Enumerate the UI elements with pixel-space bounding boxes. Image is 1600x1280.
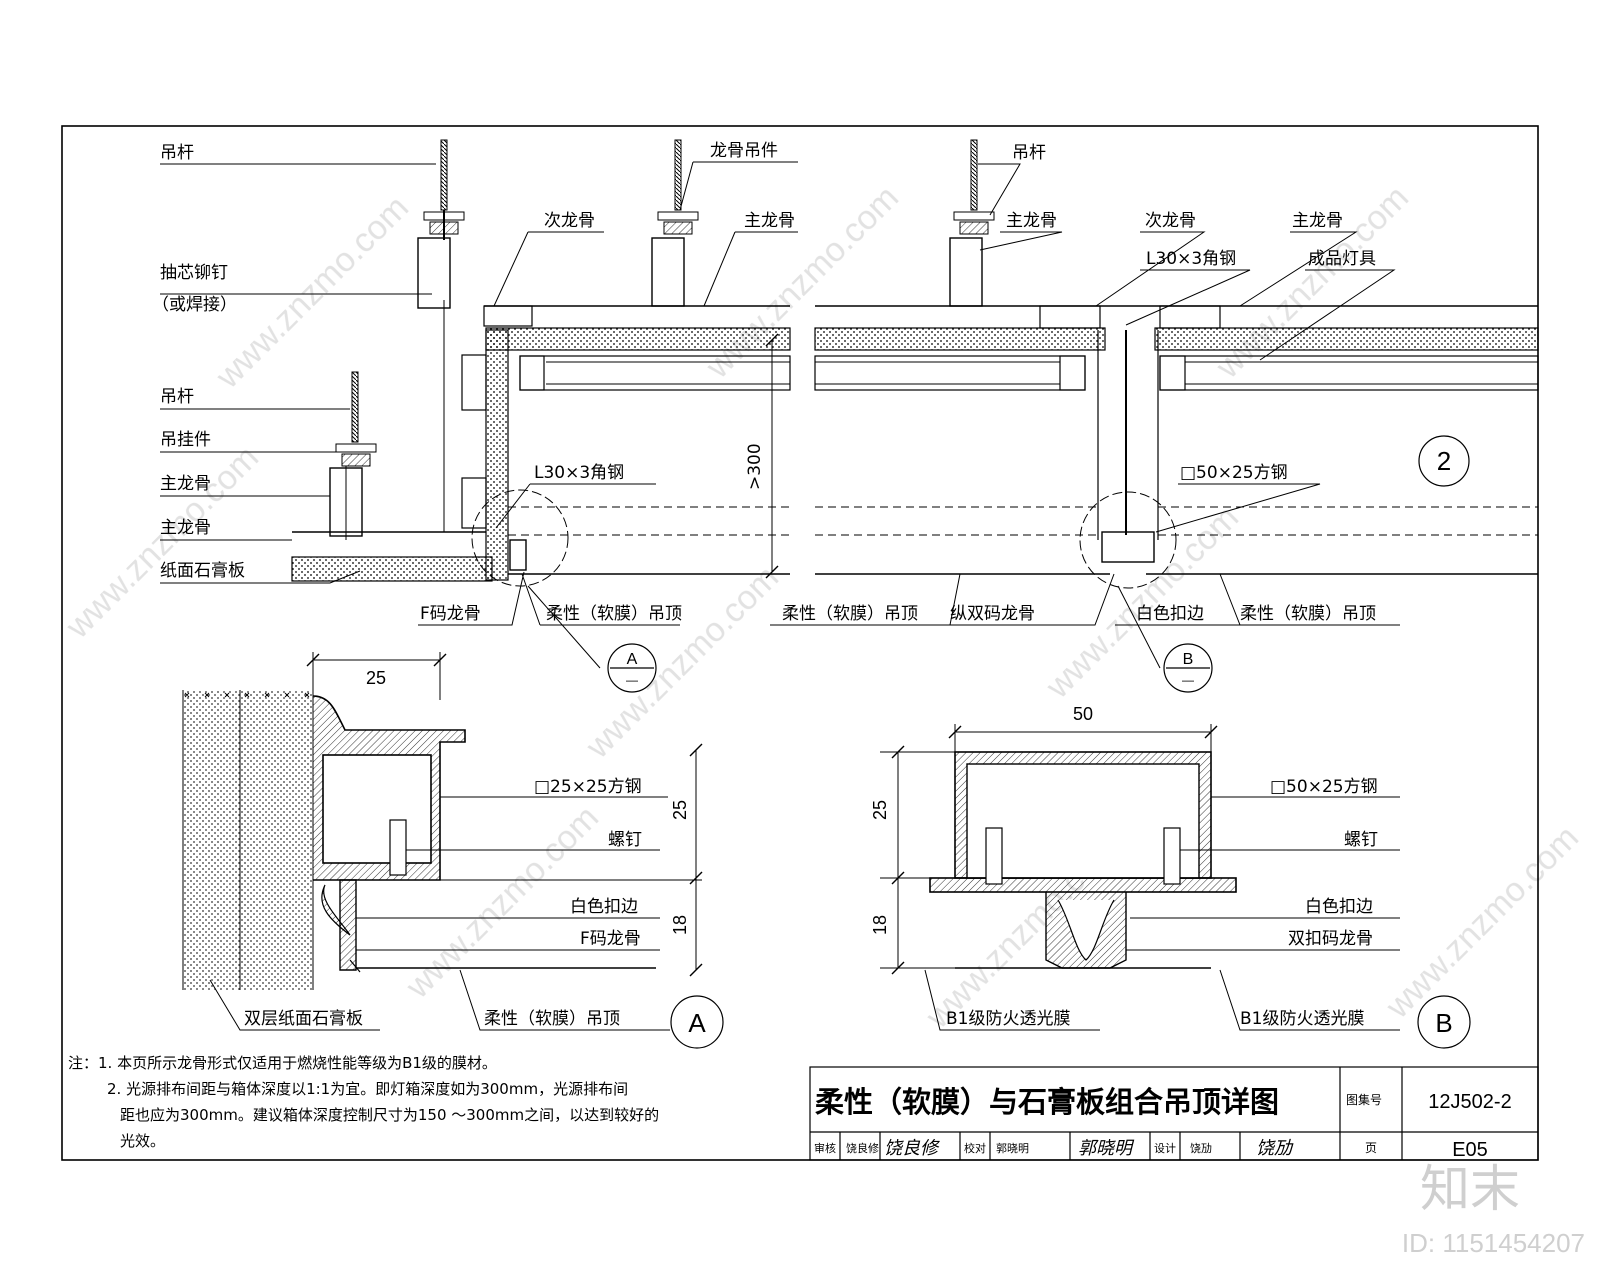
- callout-b-dash: —: [1182, 673, 1194, 687]
- note-line: 光效。: [120, 1132, 165, 1150]
- label: 次龙骨: [1145, 211, 1196, 231]
- section-1: [291, 139, 791, 587]
- callout-b-label: B: [1183, 651, 1194, 668]
- label: 柔性（软膜）吊顶: [782, 604, 918, 624]
- label: 吊杆: [1012, 143, 1046, 163]
- label: 抽芯铆钉: [160, 263, 228, 283]
- label: 双层纸面石膏板: [244, 1008, 363, 1029]
- callout-a-dash: —: [626, 673, 638, 687]
- callout-text: A — B — 2 A B: [626, 446, 1453, 1038]
- dim-v18: 18: [870, 915, 890, 935]
- svg-text:www.znzmo.com: www.znzmo.com: [1208, 178, 1416, 386]
- label: 柔性（软膜）吊顶: [1240, 604, 1376, 624]
- label: 白色扣边: [1136, 604, 1204, 624]
- note-line: 2. 光源排布间距与箱体深度以1:1为宜。即灯箱深度如为300mm，光源排布间: [107, 1080, 628, 1098]
- page-number: E05: [1452, 1139, 1488, 1161]
- checker-name: 郭晓明: [996, 1142, 1029, 1155]
- callouts: [607, 435, 1471, 1049]
- reviewer-name: 饶良修: [846, 1141, 879, 1155]
- dim-50: 50: [1073, 704, 1093, 724]
- page-label: 页: [1365, 1141, 1377, 1155]
- atlas-label: 图集号: [1346, 1092, 1382, 1107]
- label: 成品灯具: [1308, 249, 1376, 269]
- title-block-text: 柔性（软膜）与石膏板组合吊顶详图 图集号 12J502-2 审核 饶良修 饶良修…: [814, 1085, 1512, 1161]
- dim-v25: 25: [870, 800, 890, 820]
- label: 龙骨吊件: [710, 141, 778, 161]
- label: □25×25方钢: [534, 777, 642, 797]
- svg-text:www.znzmo.com: www.znzmo.com: [1038, 498, 1246, 706]
- label: □50×25方钢: [1180, 463, 1288, 483]
- label: >300: [745, 443, 765, 490]
- label: □50×25方钢: [1270, 777, 1378, 797]
- title-block: [809, 1066, 1539, 1161]
- label: 螺钉: [608, 830, 642, 850]
- label: F码龙骨: [580, 929, 641, 949]
- note-line: 注：1. 本页所示龙骨形式仅适用于燃烧性能等级为B1级的膜材。: [68, 1054, 497, 1072]
- label: 纵双码龙骨: [950, 604, 1035, 624]
- note-line: 距也应为300mm。建议箱体深度控制尺寸为150 ～300mm之间，以达到较好的: [120, 1106, 659, 1124]
- image-id: ID: 1151454207: [1402, 1228, 1585, 1258]
- svg-text:www.znzmo.com: www.znzmo.com: [58, 438, 266, 646]
- label: （或焊接）: [152, 295, 237, 315]
- label: 双扣码龙骨: [1288, 929, 1373, 949]
- detail-a: [182, 652, 703, 1031]
- label: L30×3角钢: [534, 463, 624, 483]
- section-2-tag: 2: [1437, 446, 1451, 476]
- drawing-title: 柔性（软膜）与石膏板组合吊顶详图: [815, 1085, 1279, 1119]
- label: 柔性（软膜）吊顶: [484, 1009, 620, 1029]
- label: 主龙骨: [744, 211, 795, 231]
- svg-text:www.znzmo.com: www.znzmo.com: [698, 178, 906, 386]
- dim-v18: 18: [670, 915, 690, 935]
- label: 白色扣边: [1305, 897, 1373, 917]
- reviewer-signature: 饶良修: [884, 1138, 940, 1159]
- dim-v25: 25: [670, 800, 690, 820]
- dim-25: 25: [366, 668, 386, 688]
- label: L30×3角钢: [1146, 249, 1236, 269]
- label: 螺钉: [1344, 830, 1378, 850]
- label: 主龙骨: [1292, 211, 1343, 231]
- atlas-number: 12J502-2: [1428, 1091, 1511, 1113]
- label: B1级防火透光膜: [1240, 1009, 1364, 1029]
- check-label: 校对: [964, 1141, 986, 1155]
- label: 柔性（软膜）吊顶: [546, 604, 682, 624]
- label: 吊挂件: [160, 430, 211, 450]
- label: 主龙骨: [1006, 211, 1057, 231]
- checker-signature: 郭晓明: [1078, 1138, 1135, 1159]
- notes: 注：1. 本页所示龙骨形式仅适用于燃烧性能等级为B1级的膜材。 2. 光源排布间…: [68, 1054, 659, 1150]
- svg-text:www.znzmo.com: www.znzmo.com: [1378, 818, 1586, 1026]
- callout-a-label: A: [627, 651, 638, 668]
- review-label: 审核: [814, 1141, 836, 1155]
- label: 吊杆: [160, 143, 194, 163]
- label: 白色扣边: [570, 897, 638, 917]
- label: F码龙骨: [420, 604, 481, 624]
- designer-signature: 饶劢: [1256, 1138, 1294, 1159]
- label: 次龙骨: [544, 211, 595, 231]
- detail-a-text: 25 25 18 □25×25方钢 螺钉 白色扣边 F码龙骨 双层纸面石膏板 柔…: [244, 668, 690, 1029]
- design-label: 设计: [1154, 1142, 1176, 1155]
- svg-text:www.znzmo.com: www.znzmo.com: [208, 188, 416, 396]
- designer-name: 饶劢: [1190, 1142, 1212, 1155]
- detail-b-text: 50 25 18 □50×25方钢 螺钉 白色扣边 双扣码龙骨 B1级防火透光膜…: [870, 704, 1378, 1029]
- label: B1级防火透光膜: [946, 1009, 1070, 1029]
- label: 主龙骨: [160, 518, 211, 538]
- label: 吊杆: [160, 387, 194, 407]
- labels: 吊杆 抽芯铆钉 （或焊接） 吊杆 吊挂件 主龙骨 主龙骨 纸面石膏板 次龙骨 龙…: [152, 141, 1376, 624]
- site-logo: 知末: [1420, 1161, 1520, 1217]
- label: 主龙骨: [160, 474, 211, 494]
- detail-b-tag: B: [1435, 1008, 1452, 1038]
- detail-b: [880, 724, 1400, 1031]
- drawing-frame: [61, 125, 1539, 1161]
- detail-a-tag: A: [688, 1008, 706, 1038]
- leader-lines: [160, 161, 1400, 669]
- label: 纸面石膏板: [160, 560, 245, 581]
- section-2: [814, 139, 1539, 589]
